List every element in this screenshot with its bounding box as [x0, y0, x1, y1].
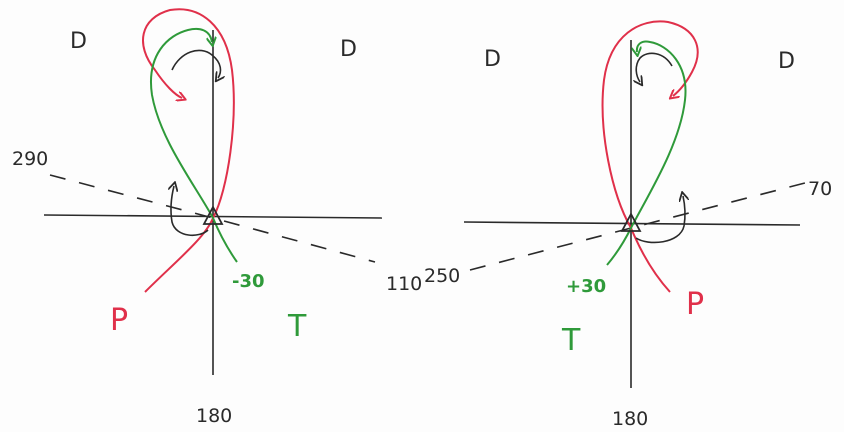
right-green-loop: [606, 40, 687, 266]
right-label-180: 180: [612, 408, 648, 430]
left-label-minus30: -30: [232, 271, 265, 292]
left-label-110: 110: [386, 273, 422, 295]
left-green-loop: [150, 27, 238, 263]
left-origin-triangle: [202, 205, 224, 225]
right-label-d-topright: D: [778, 49, 795, 74]
left-label-d-topleft: D: [70, 29, 87, 54]
right-label-plus30: +30: [566, 276, 606, 297]
right-horizontal-axis: [463, 221, 801, 226]
right-label-70: 70: [808, 178, 832, 200]
left-label-p: P: [110, 303, 128, 338]
right-origin-triangle: [620, 212, 642, 232]
right-label-t: T: [561, 323, 581, 358]
right-label-p: P: [686, 287, 704, 322]
left-top-curved-arrow: [171, 49, 220, 78]
left-diagram: D D 290 110 -30 P T 180: [12, 8, 422, 427]
left-dashed-line: [49, 174, 376, 263]
left-red-loop: [142, 8, 235, 293]
left-label-t: T: [287, 309, 307, 344]
right-diagram: D D 250 70 +30 P T 180: [424, 20, 832, 430]
right-label-d-topleft: D: [484, 47, 501, 72]
left-label-d-topright: D: [340, 37, 357, 62]
right-label-250: 250: [424, 265, 460, 287]
right-bottom-curved-arrow: [635, 196, 685, 244]
right-top-curved-arrow: [636, 52, 673, 82]
left-label-290: 290: [12, 148, 48, 170]
left-bottom-curved-arrow: [171, 186, 209, 237]
left-label-180: 180: [196, 405, 232, 427]
